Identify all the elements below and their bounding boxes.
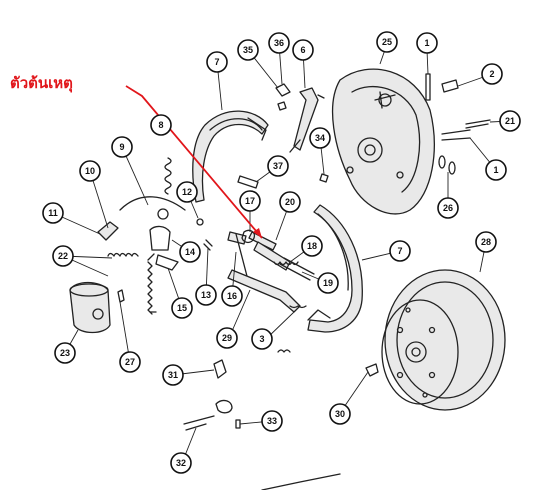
annotation-arrowhead bbox=[253, 228, 262, 238]
callout-label: 16 bbox=[227, 291, 237, 301]
callout-label: 32 bbox=[176, 458, 186, 468]
callout-34: 34 bbox=[309, 127, 331, 149]
callout-label: 30 bbox=[335, 409, 345, 419]
springs bbox=[107, 157, 307, 353]
brake-shoe-upper bbox=[192, 110, 269, 203]
callout-22: 22 bbox=[52, 245, 74, 267]
callout-7a: 7 bbox=[206, 51, 228, 73]
callout-15: 15 bbox=[171, 297, 193, 319]
hardware bbox=[97, 73, 491, 431]
callout-28: 28 bbox=[475, 231, 497, 253]
callout-label: 1 bbox=[424, 38, 429, 48]
callout-32: 32 bbox=[170, 452, 192, 474]
callout-label: 15 bbox=[177, 303, 187, 313]
callout-label: 28 bbox=[481, 237, 491, 247]
callout-10: 10 bbox=[79, 160, 101, 182]
callout-label: 37 bbox=[273, 161, 283, 171]
callout-label: 23 bbox=[60, 348, 70, 358]
callout-17: 17 bbox=[239, 190, 261, 212]
callout-label: 13 bbox=[201, 290, 211, 300]
callout-1b: 1 bbox=[485, 159, 507, 181]
callout-label: 25 bbox=[382, 37, 392, 47]
callout-label: 6 bbox=[300, 45, 305, 55]
callout-label: 20 bbox=[285, 197, 295, 207]
brake-drum bbox=[381, 269, 506, 411]
callout-1a: 1 bbox=[416, 32, 438, 54]
callout-label: 19 bbox=[323, 278, 333, 288]
callout-label: 2 bbox=[489, 69, 494, 79]
callout-6: 6 bbox=[292, 39, 314, 61]
callout-label: 27 bbox=[125, 357, 135, 367]
callout-27: 27 bbox=[119, 351, 141, 373]
callout-18: 18 bbox=[301, 235, 323, 257]
callout-33: 33 bbox=[261, 410, 283, 432]
callout-label: 12 bbox=[182, 187, 192, 197]
callout-label: 1 bbox=[493, 165, 498, 175]
callout-label: 11 bbox=[48, 208, 58, 218]
backing-plate bbox=[331, 68, 435, 215]
callout-31: 31 bbox=[162, 364, 184, 386]
callout-9: 9 bbox=[111, 136, 133, 158]
callout-label: 21 bbox=[505, 116, 515, 126]
callout-7b: 7 bbox=[389, 240, 411, 262]
callout-label: 17 bbox=[245, 196, 255, 206]
parking-lever bbox=[289, 87, 325, 153]
callout-20: 20 bbox=[279, 191, 301, 213]
callout-29: 29 bbox=[216, 327, 238, 349]
frame-corner bbox=[261, 473, 341, 490]
callout-label: 26 bbox=[443, 203, 453, 213]
callout-label: 9 bbox=[119, 142, 124, 152]
callout-label: 22 bbox=[58, 251, 68, 261]
callout-23: 23 bbox=[54, 342, 76, 364]
callout-label: 7 bbox=[214, 57, 219, 67]
callout-19: 19 bbox=[317, 272, 339, 294]
callout-16: 16 bbox=[221, 285, 243, 307]
callout-21: 21 bbox=[499, 110, 521, 132]
callout-30: 30 bbox=[329, 403, 351, 425]
callout-12: 12 bbox=[176, 181, 198, 203]
callout-8: 8 bbox=[150, 114, 172, 136]
callout-14: 14 bbox=[179, 241, 201, 263]
callout-26: 26 bbox=[437, 197, 459, 219]
annotation-arrow-line bbox=[125, 85, 263, 239]
callout-35: 35 bbox=[237, 39, 259, 61]
callout-label: 3 bbox=[259, 334, 264, 344]
callout-label: 10 bbox=[85, 166, 95, 176]
callout-label: 31 bbox=[168, 370, 178, 380]
callout-36: 36 bbox=[268, 32, 290, 54]
callout-label: 14 bbox=[185, 247, 195, 257]
callout-label: 35 bbox=[243, 45, 253, 55]
callout-37: 37 bbox=[267, 155, 289, 177]
callout-25: 25 bbox=[376, 31, 398, 53]
callout-label: 7 bbox=[397, 246, 402, 256]
callout-label: 29 bbox=[222, 333, 232, 343]
callout-13: 13 bbox=[195, 284, 217, 306]
callout-label: 36 bbox=[274, 38, 284, 48]
brake-shoe-lower bbox=[307, 204, 363, 333]
callout-3: 3 bbox=[251, 328, 273, 350]
red-annotation: ตัวต้นเหตุ bbox=[10, 74, 263, 239]
callout-2: 2 bbox=[481, 63, 503, 85]
callout-label: 34 bbox=[315, 133, 325, 143]
callout-label: 8 bbox=[158, 120, 163, 130]
annotation-label: ตัวต้นเหตุ bbox=[10, 74, 73, 93]
wheel-cylinder bbox=[69, 281, 111, 334]
callout-label: 18 bbox=[307, 241, 317, 251]
callout-label: 33 bbox=[267, 416, 277, 426]
callout-11: 11 bbox=[42, 202, 64, 224]
